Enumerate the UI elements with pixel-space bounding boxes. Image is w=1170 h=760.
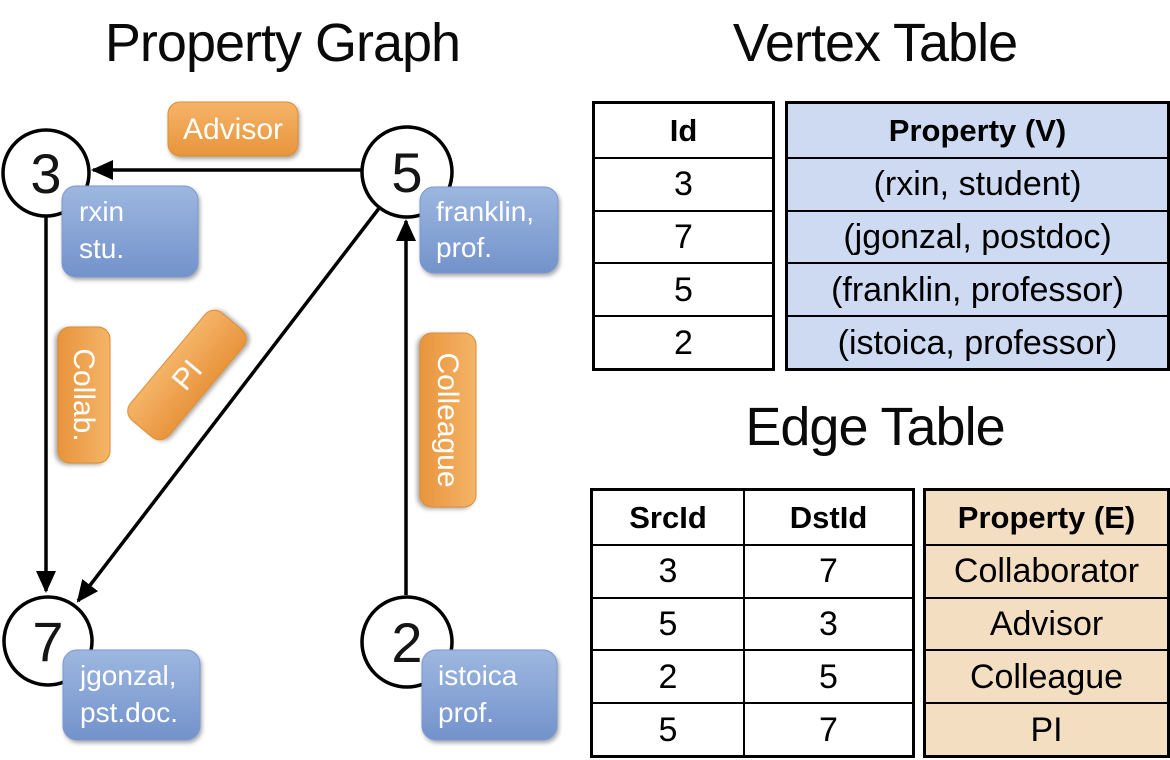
vertex-table-property-cell: (jgonzal, postdoc) <box>788 209 1167 263</box>
vertex-table-property-cell: (franklin, professor) <box>788 262 1167 315</box>
svg-text:Advisor: Advisor <box>183 113 283 146</box>
edge-label-colleague: Colleague <box>419 332 477 508</box>
property-graph-title: Property Graph <box>104 13 461 73</box>
edge-table-property-cell: Collaborator <box>926 543 1167 597</box>
node-id-5: 5 <box>391 141 422 204</box>
vertex-label-franklin: franklin, prof. <box>419 186 559 274</box>
edge-table-srcid-cell: 3 <box>593 543 743 597</box>
edge-table-srcid-cell: 5 <box>593 596 743 650</box>
vertex-table-property-cell: (istoica, professor) <box>788 315 1167 368</box>
svg-text:jgonzal,: jgonzal, <box>79 660 177 691</box>
svg-text:prof.: prof. <box>436 232 492 263</box>
edge-table-dstid-cell: 7 <box>743 702 912 755</box>
vertex-label-rxin: rxin stu. <box>61 185 199 278</box>
vertex-table-property-column: Property (V) (rxin, student) (jgonzal, p… <box>785 101 1170 371</box>
edge-label-pi: PI <box>127 309 247 441</box>
edge-label-advisor: Advisor <box>167 101 299 157</box>
edge-table-id-columns: SrcId DstId 3 7 5 3 2 5 5 7 <box>590 488 915 758</box>
edge-arrow-5-to-7 <box>76 205 382 603</box>
edge-table-property-cell: PI <box>926 702 1167 755</box>
svg-text:stu.: stu. <box>79 233 124 264</box>
edge-table-dstid-cell: 5 <box>743 649 912 703</box>
svg-text:franklin,: franklin, <box>436 196 534 227</box>
edge-table-property-cell: Advisor <box>926 596 1167 650</box>
vertex-table-property-header: Property (V) <box>888 112 1067 148</box>
svg-text:Colleague: Colleague <box>431 352 464 487</box>
vertex-table-property-cell: (rxin, student) <box>788 156 1167 210</box>
edge-table-dstid-cell: 3 <box>743 596 912 650</box>
svg-text:prof.: prof. <box>438 697 494 728</box>
edge-table-srcid-cell: 5 <box>593 702 743 755</box>
property-graph-diagram: 3 5 7 2 Advisor Collab. PI Colleague rxi… <box>1 101 559 741</box>
svg-text:istoica: istoica <box>438 660 518 691</box>
node-id-7: 7 <box>32 610 63 673</box>
edge-table-srcid-header: SrcId <box>629 499 707 535</box>
vertex-table-id-cell: 7 <box>595 209 772 263</box>
vertex-table-id-header: Id <box>669 112 698 148</box>
edge-table-srcid-cell: 2 <box>593 649 743 702</box>
svg-text:Collab.: Collab. <box>67 348 100 441</box>
node-id-3: 3 <box>30 142 61 205</box>
vertex-table-id-cell: 2 <box>595 315 772 368</box>
edge-table-title: Edge Table <box>745 397 1005 457</box>
vertex-table-id-cell: 3 <box>595 156 772 210</box>
vertex-table-id-column: Id 3 7 5 2 <box>592 101 775 371</box>
svg-text:rxin: rxin <box>79 196 124 227</box>
vertex-label-jgonzal: jgonzal, pst.doc. <box>62 649 201 741</box>
edge-table-property-column: Property (E) Collaborator Advisor Collea… <box>923 488 1170 758</box>
edge-table-property-cell: Colleague <box>926 649 1167 702</box>
vertex-table-title: Vertex Table <box>732 13 1018 73</box>
svg-text:pst.doc.: pst.doc. <box>80 697 178 728</box>
edge-label-collab: Collab. <box>57 326 111 464</box>
vertex-table-id-cell: 5 <box>595 262 772 315</box>
edge-table-dstid-header: DstId <box>743 491 912 544</box>
edge-table-property-header: Property (E) <box>957 499 1136 535</box>
edge-table-dstid-cell: 7 <box>743 543 912 597</box>
vertex-label-istoica: istoica prof. <box>421 649 558 741</box>
node-id-2: 2 <box>391 611 422 674</box>
